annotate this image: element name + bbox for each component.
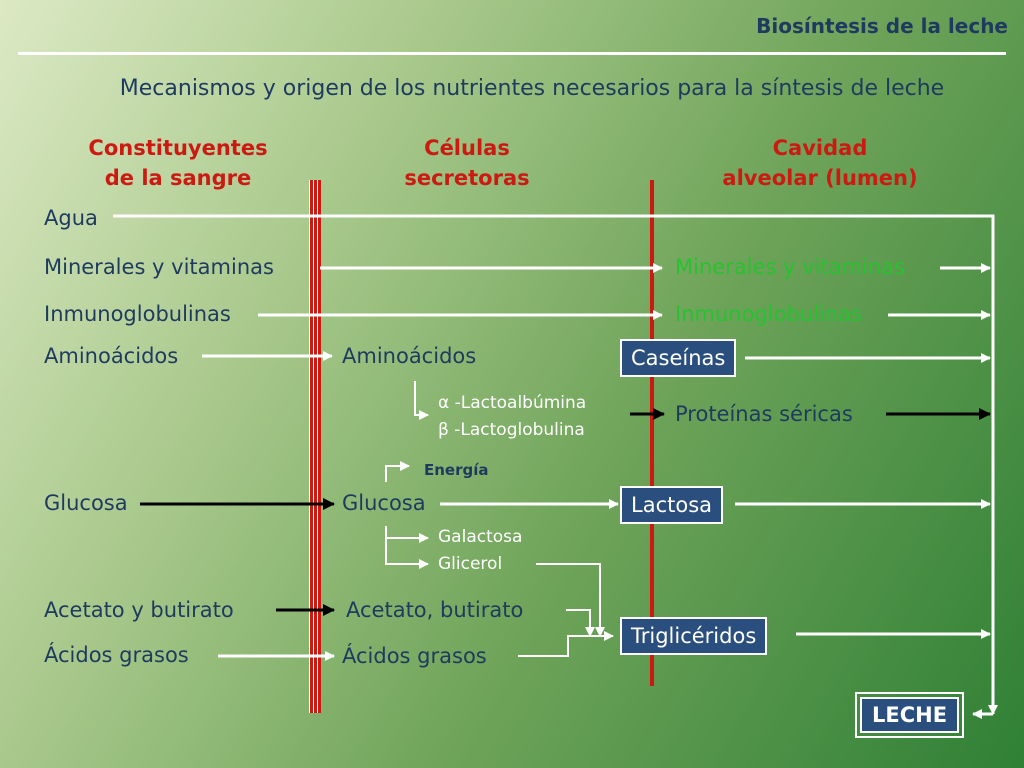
- header-divider: [18, 52, 1006, 55]
- lumen-lactosa-box: Lactosa: [620, 486, 724, 524]
- arrow-acidos-to-trig: [518, 631, 614, 657]
- page-subtitle: Mecanismos y origen de los nutrientes ne…: [119, 76, 945, 101]
- column-heading-blood-line2: de la sangre: [104, 166, 252, 190]
- blood-acetato: Acetato y butirato: [44, 598, 234, 622]
- cell-energia: Energía: [424, 461, 489, 479]
- cell-acetato: Acetato, butirato: [346, 598, 524, 622]
- blood-inmunoglobulinas: Inmunoglobulinas: [44, 302, 231, 326]
- column-heading-cells-line2: secretoras: [404, 166, 530, 190]
- blood-minerales: Minerales y vitaminas: [44, 255, 274, 279]
- arrow-glicerol-to-trig: [536, 563, 605, 637]
- column-heading-lumen: Cavidad alveolar (lumen): [700, 133, 940, 193]
- column-heading-cells: Células secretoras: [362, 133, 572, 193]
- arrow-acetato-to-trig: [566, 609, 595, 637]
- cell-lactoalbumina: α -Lactoalbúmina: [438, 393, 587, 413]
- basal-membrane: [309, 180, 321, 713]
- lumen-trigliceridos-box: Triglicéridos: [620, 617, 768, 655]
- lumen-minerales: Minerales y vitaminas: [675, 255, 905, 279]
- leche-box: LECHE: [854, 692, 965, 738]
- cell-glucosa: Glucosa: [342, 491, 426, 515]
- arrow-galactosa: [385, 526, 429, 543]
- lumen-proteinas-sericas: Proteínas séricas: [675, 402, 853, 426]
- arrow-agua: [113, 214, 998, 715]
- cell-galactosa: Galactosa: [438, 527, 523, 547]
- cell-acidos-grasos: Ácidos grasos: [342, 644, 487, 668]
- blood-glucosa: Glucosa: [44, 491, 128, 515]
- cell-glicerol: Glicerol: [438, 554, 503, 574]
- column-heading-blood: Constituyentes de la sangre: [68, 133, 288, 193]
- cell-lactoglobulina: β -Lactoglobulina: [438, 420, 585, 440]
- column-heading-lumen-line1: Cavidad: [772, 136, 868, 160]
- column-heading-lumen-line2: alveolar (lumen): [722, 166, 918, 190]
- arrow-glicerol: [385, 538, 429, 569]
- arrow-energia: [385, 461, 410, 482]
- apical-membrane: [650, 180, 654, 686]
- arrow-aminoacidos-to-proteins: [414, 381, 429, 420]
- column-heading-cells-line1: Células: [424, 136, 510, 160]
- cell-aminoacidos: Aminoácidos: [342, 344, 477, 368]
- blood-acidos-grasos: Ácidos grasos: [44, 643, 189, 667]
- blood-agua: Agua: [44, 206, 98, 230]
- blood-aminoacidos: Aminoácidos: [44, 344, 179, 368]
- lumen-caseinas-box: Caseínas: [620, 339, 737, 377]
- column-heading-blood-line1: Constituyentes: [88, 136, 268, 160]
- header-title: Biosíntesis de la leche: [756, 14, 1008, 38]
- lumen-inmunoglobulinas: Inmunoglobulinas: [675, 302, 862, 326]
